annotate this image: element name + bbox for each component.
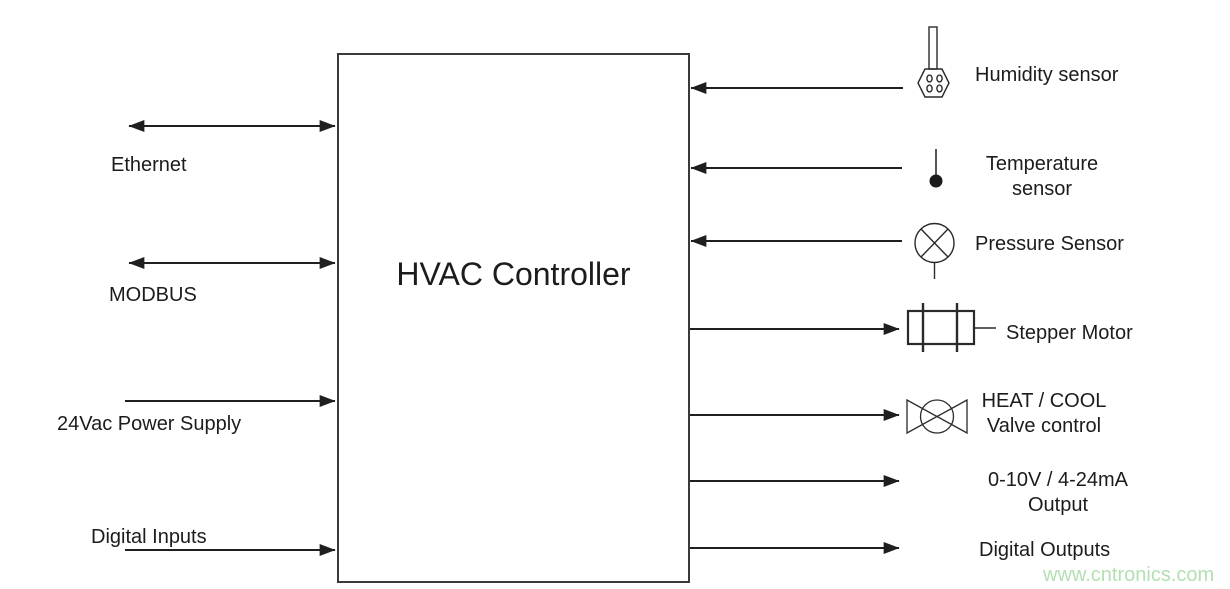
- valve-control-label: HEAT / COOL Valve control: [981, 390, 1107, 437]
- valve-icon: [906, 398, 968, 435]
- analog-output-label: 0-10V / 4-24mA Output: [987, 469, 1129, 516]
- digital-inputs-label: Digital Inputs: [91, 526, 207, 548]
- watermark: www.cntronics.com: [1043, 564, 1215, 586]
- pressure-sensor-icon: [914, 222, 955, 279]
- power-supply-label: 24Vac Power Supply: [57, 413, 242, 435]
- humidity-sensor-label: Humidity sensor: [975, 64, 1119, 86]
- stepper-motor-icon: [906, 303, 996, 352]
- stepper-motor-label: Stepper Motor: [1006, 322, 1133, 344]
- temperature-sensor-label: Temperature sensor: [985, 153, 1099, 200]
- ethernet-label: Ethernet: [111, 154, 187, 176]
- pressure-sensor-label: Pressure Sensor: [975, 233, 1124, 255]
- hvac-controller-box: [337, 53, 690, 583]
- hvac-controller-title: HVAC Controller: [396, 256, 631, 292]
- digital-outputs-label: Digital Outputs: [979, 539, 1111, 561]
- temperature-sensor-icon: [929, 149, 943, 188]
- modbus-label: MODBUS: [109, 284, 197, 306]
- humidity-sensor-icon: [917, 26, 950, 98]
